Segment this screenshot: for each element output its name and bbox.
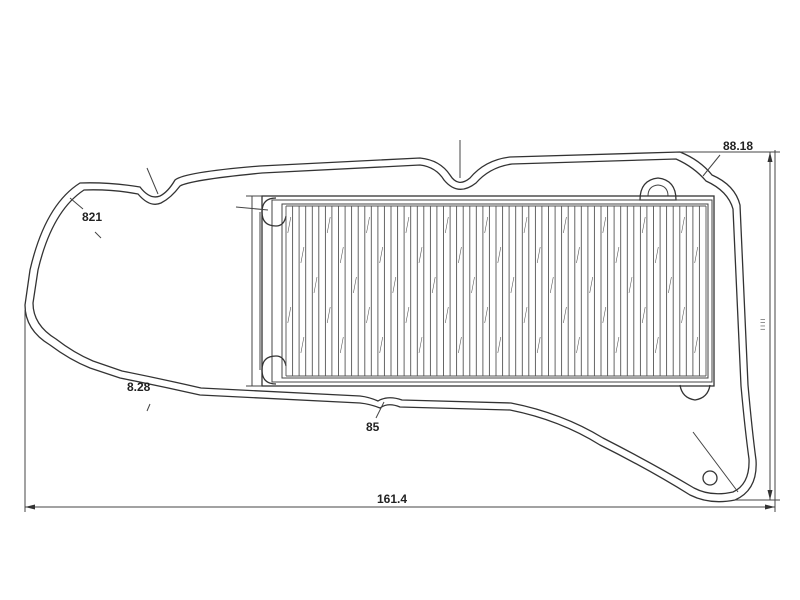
filter-element-frame-outer bbox=[261, 195, 715, 387]
pleat-hatch bbox=[471, 276, 475, 294]
pleat-hatch bbox=[418, 336, 423, 354]
dim-arrow-right bbox=[765, 504, 775, 510]
filter-element-frame-inner bbox=[271, 199, 713, 383]
pleat-hatch bbox=[628, 276, 633, 294]
pleat-hatch bbox=[536, 246, 541, 264]
leader-8-28-tick bbox=[146, 403, 151, 412]
pleat-hatch bbox=[641, 216, 646, 234]
pleat-hatch bbox=[510, 276, 515, 294]
pleat-hatch bbox=[313, 276, 318, 294]
pleat-hatch bbox=[392, 276, 397, 294]
pleat-hatch bbox=[497, 246, 502, 264]
pleat-hatch bbox=[641, 306, 646, 324]
pleat-hatch bbox=[405, 216, 410, 234]
radius-top-left-text: 821 bbox=[82, 210, 102, 224]
pleat-hatch bbox=[602, 306, 607, 324]
pleat-hatch bbox=[445, 216, 449, 234]
pleat-hatch bbox=[458, 246, 462, 264]
pleat-hatch bbox=[366, 306, 370, 324]
mount-hole-top-right bbox=[639, 177, 677, 201]
pleat-hatch bbox=[300, 246, 305, 264]
leader-bottom-right-hole bbox=[692, 431, 739, 493]
dim-overall-width-text: 161.4 bbox=[377, 492, 407, 506]
pleat-hatch bbox=[576, 246, 580, 264]
pleat-hatch bbox=[536, 336, 541, 354]
dim-arrow-left bbox=[25, 504, 35, 510]
frame-tab-bottom bbox=[261, 355, 287, 385]
dim-arrow-right-top bbox=[767, 152, 773, 162]
pleat-hatch bbox=[405, 306, 410, 324]
pleat-hatch bbox=[681, 216, 685, 234]
pleat-hatch bbox=[615, 336, 620, 354]
leader-88-18 bbox=[702, 154, 721, 177]
pleat-hatch bbox=[353, 276, 357, 294]
pleat-hatch bbox=[497, 336, 502, 354]
pleat-hatch bbox=[326, 306, 331, 324]
corner-radius-right-text: 88.18 bbox=[723, 139, 753, 153]
leader-radius-top-left bbox=[69, 197, 84, 210]
pleat-hatch bbox=[694, 246, 698, 264]
pleat-hatch bbox=[484, 306, 488, 324]
dim-tab-radius-leader bbox=[235, 206, 269, 211]
pleat-hatch bbox=[287, 216, 292, 234]
pleat-hatch bbox=[458, 336, 462, 354]
filter-element-frame-core bbox=[281, 203, 709, 379]
leader-85 bbox=[375, 401, 385, 419]
mount-hole-bottom-right bbox=[702, 470, 718, 486]
pleat-hatch bbox=[602, 216, 607, 234]
housing-outline-inner bbox=[32, 158, 750, 495]
pleat-hatch bbox=[366, 216, 370, 234]
pleat-hatch bbox=[379, 246, 383, 264]
pleat-hatch bbox=[589, 276, 593, 294]
pleat-hatch bbox=[484, 216, 488, 234]
bottom-notch-text: 85 bbox=[366, 420, 380, 434]
pleat-hatch bbox=[287, 306, 292, 324]
pleat-hatch bbox=[563, 216, 567, 234]
housing-outline-outer bbox=[24, 151, 757, 503]
dim-right-vertical-text: ǀ ǀ ǀ ǀ bbox=[761, 318, 767, 330]
pleat-hatch bbox=[563, 306, 567, 324]
pleat-hatch bbox=[576, 336, 580, 354]
pleat-hatch bbox=[431, 276, 436, 294]
pleat-hatch bbox=[326, 216, 331, 234]
pleat-hatch bbox=[445, 306, 449, 324]
pleat-hatch bbox=[655, 336, 659, 354]
pleat-hatch bbox=[615, 246, 620, 264]
pleat-hatch bbox=[300, 336, 305, 354]
dim-arrow-right-bottom bbox=[767, 490, 773, 500]
mount-hole-top-right-inner bbox=[647, 184, 669, 197]
pleat-hatch bbox=[340, 336, 344, 354]
filter-pleats bbox=[285, 205, 707, 377]
leader-top-notch-left bbox=[146, 167, 159, 195]
pleat-hatch bbox=[523, 216, 528, 234]
pleat-hatch bbox=[655, 246, 659, 264]
pleat-hatch bbox=[523, 306, 528, 324]
pleat-hatch bbox=[340, 246, 344, 264]
pleat-hatch bbox=[694, 336, 698, 354]
pleat-hatch bbox=[681, 306, 685, 324]
leader-821-tick bbox=[94, 231, 102, 239]
pleat-hatch bbox=[668, 276, 672, 294]
pleat-hatch bbox=[550, 276, 554, 294]
radius-bottom-left-text: 8.28 bbox=[127, 380, 151, 394]
mount-lug-right bbox=[679, 384, 711, 401]
pleat-hatch bbox=[418, 246, 423, 264]
pleat-hatch bbox=[379, 336, 383, 354]
frame-tab-top bbox=[261, 197, 287, 227]
